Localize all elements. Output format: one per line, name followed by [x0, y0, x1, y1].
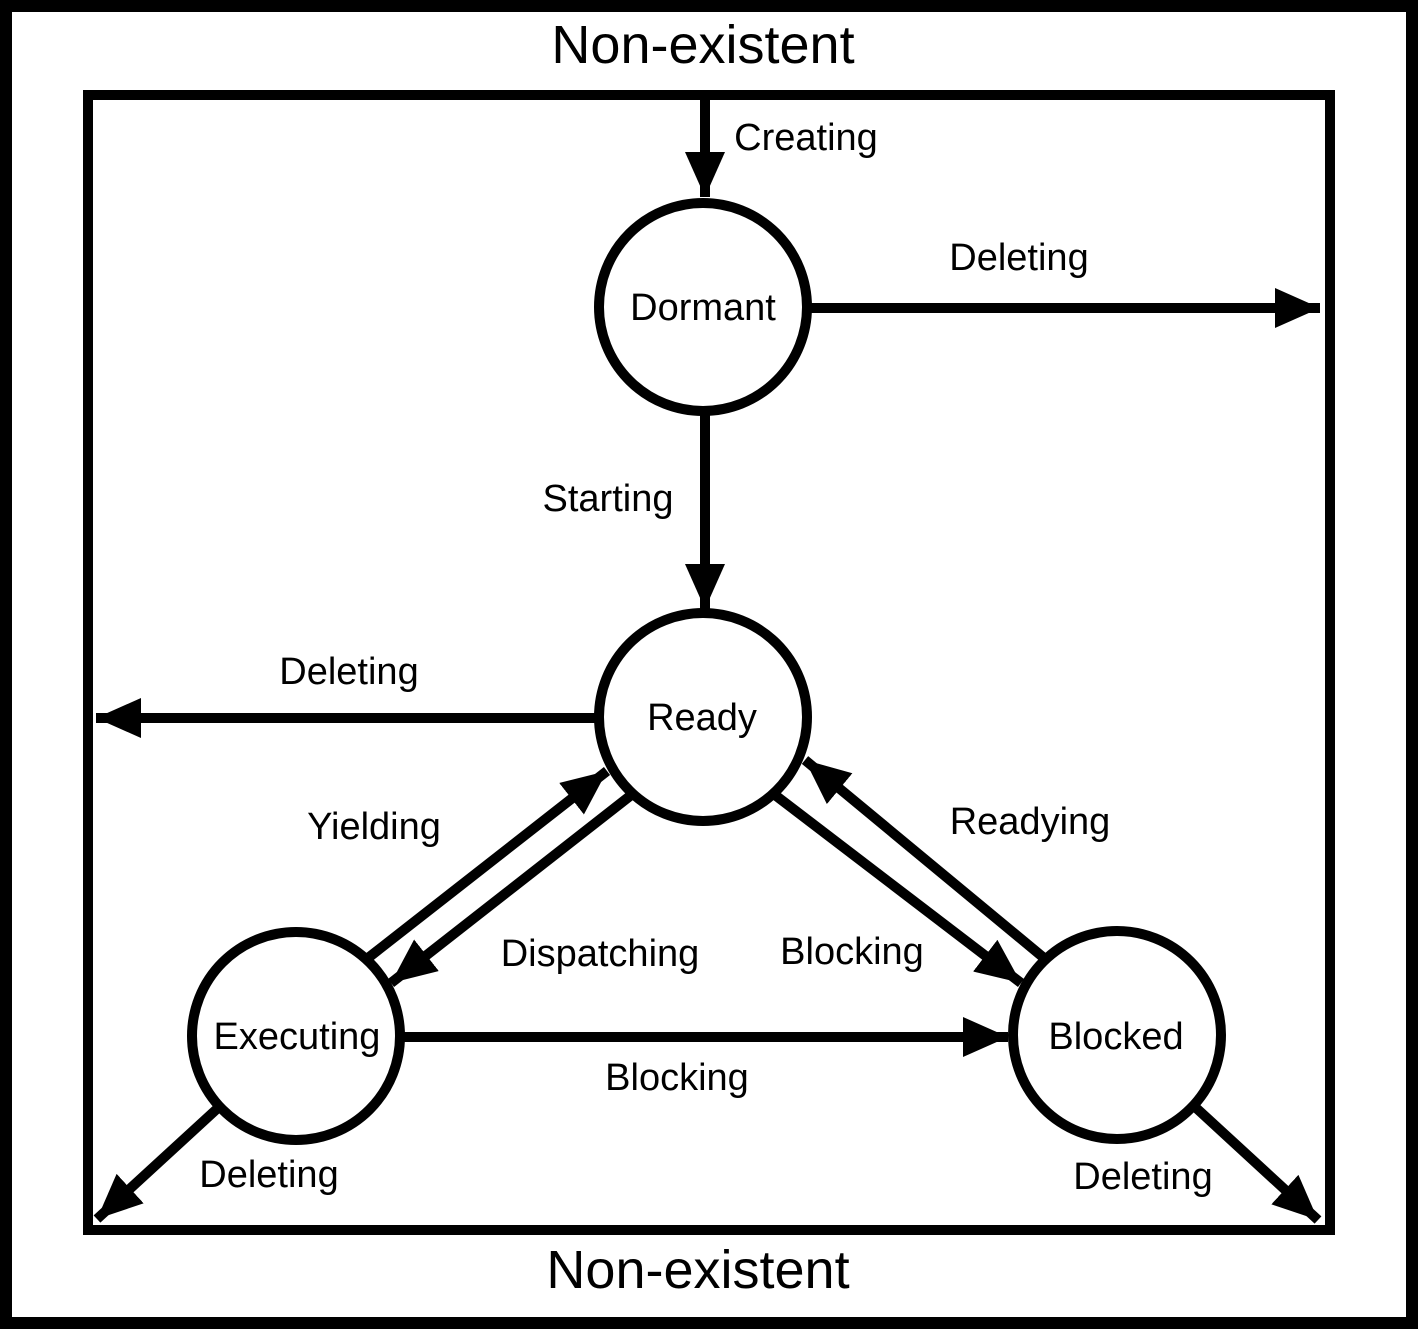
state-label-executing: Executing	[214, 1016, 381, 1058]
transition-label-deleting-ready: Deleting	[279, 651, 418, 693]
state-label-blocked: Blocked	[1048, 1016, 1183, 1058]
transition-label-deleting-dormant: Deleting	[949, 237, 1088, 279]
state-circle-dormant	[594, 198, 812, 416]
non-existent-label-bottom: Non-existent	[546, 1240, 849, 1300]
transition-label-readying: Readying	[950, 801, 1111, 843]
transition-label-deleting-executing: Deleting	[199, 1154, 338, 1196]
state-circle-ready	[594, 608, 812, 826]
transition-arrow-readying	[801, 756, 1048, 962]
transition-label-blocking-horizontal: Blocking	[605, 1057, 749, 1099]
transition-arrow-yielding	[364, 767, 611, 962]
transition-label-starting: Starting	[543, 478, 674, 520]
transition-label-deleting-blocked: Deleting	[1073, 1156, 1212, 1198]
state-circle-blocked	[1008, 926, 1226, 1144]
transition-label-blocking-diagonal: Blocking	[780, 931, 924, 973]
transition-label-yielding: Yielding	[307, 806, 441, 848]
transition-arrow-deleting-executing	[93, 1103, 223, 1223]
non-existent-label-top: Non-existent	[551, 15, 854, 75]
state-circle-executing	[187, 927, 405, 1145]
transition-label-dispatching: Dispatching	[501, 933, 700, 975]
transition-arrow-deleting-blocked	[1190, 1102, 1322, 1224]
state-label-ready: Ready	[647, 697, 757, 739]
transition-arrow-dispatching	[387, 792, 634, 987]
transition-label-creating: Creating	[734, 117, 878, 159]
state-label-dormant: Dormant	[630, 287, 776, 329]
transition-arrow-blocking-diagonal	[771, 791, 1025, 987]
inner-boundary-rect	[83, 90, 1335, 1235]
